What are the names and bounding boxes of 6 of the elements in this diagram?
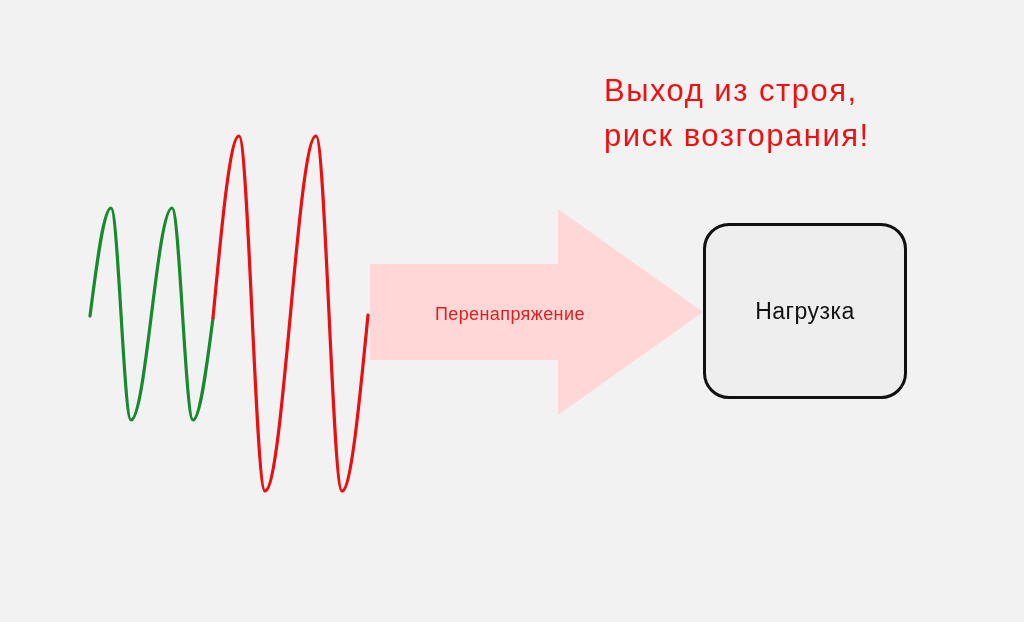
waveform-drawing xyxy=(86,132,370,494)
node-label: Нагрузка xyxy=(755,296,855,326)
load-box xyxy=(703,223,907,399)
edge-label: Перенапряжение xyxy=(434,302,585,326)
warning-note: Выход из строя, риск возгорания! xyxy=(604,72,871,155)
block-arrow xyxy=(370,209,703,415)
